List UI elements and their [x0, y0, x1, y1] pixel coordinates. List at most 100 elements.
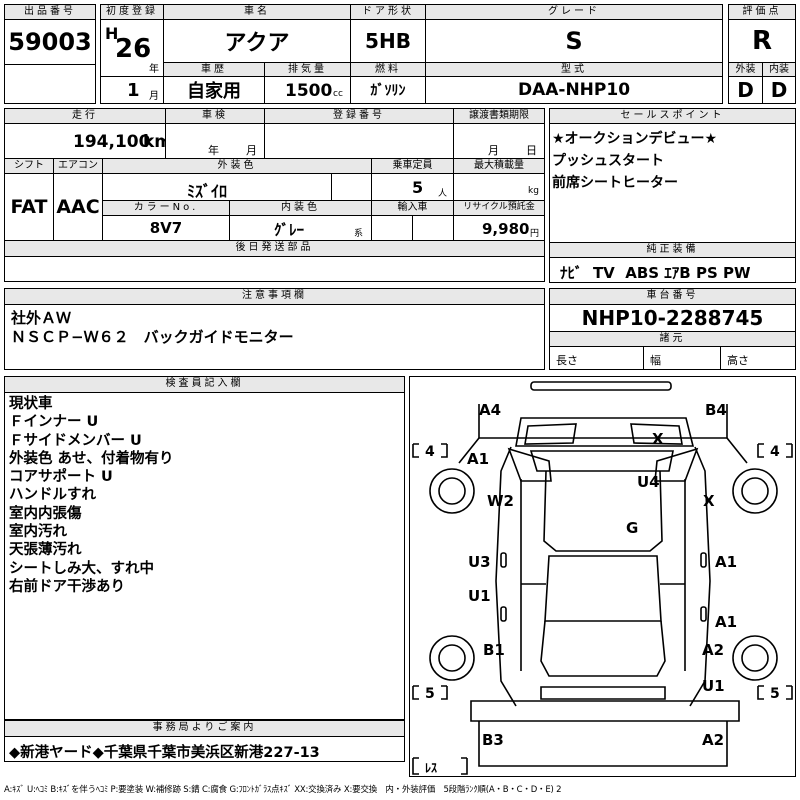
height-cell: 高さ: [720, 346, 796, 370]
transfer-cell: 月 日: [453, 123, 545, 159]
exterior-color-cell: ﾐｽﾞｲﾛ: [102, 173, 332, 201]
handle-right-rear: [700, 606, 707, 622]
inspector-line: ハンドルすれ: [9, 487, 96, 504]
tire-bracket-fl: [412, 443, 448, 458]
office-address: ◆新港ヤード◆千葉県千葉市美浜区新港227-13: [9, 745, 320, 761]
mileage: 194,100: [73, 132, 151, 152]
inspector-line: コアサポート U: [9, 469, 113, 486]
regno-label: 登録番号: [264, 108, 454, 124]
later-parts-label: 後日発送部品: [4, 240, 545, 257]
tire-front-right-hub: [741, 477, 769, 505]
tire-rear-left: [429, 635, 475, 681]
displacement: 1500: [285, 81, 333, 101]
sales-point-1: ★オークションデビュー★: [552, 131, 718, 147]
tire-label-front-left: 4: [425, 444, 435, 460]
score: R: [728, 19, 796, 63]
mileage-unit: km: [143, 132, 165, 152]
car-name: アクア: [163, 19, 351, 63]
color-no: 8V7: [102, 215, 230, 241]
capacity-unit: 人: [438, 189, 448, 199]
recycle-fee: 9,980: [482, 220, 530, 238]
reg-year: 26: [115, 34, 152, 64]
first-reg-year-cell: H 26 年: [100, 19, 164, 77]
first-reg-month-cell: 1 月: [100, 76, 164, 104]
grade: S: [425, 19, 723, 63]
inspector-line: 現状車: [9, 396, 53, 412]
inspection-month-unit: 月: [246, 144, 257, 157]
office-label: 事務局よりご案内: [4, 720, 405, 737]
capacity: 5: [412, 178, 424, 197]
inspector-line: シートしみ大、すれ中: [9, 560, 154, 577]
displacement-cell: 1500 cc: [264, 76, 351, 104]
tire-front-left: [429, 468, 475, 514]
capacity-label: 乗車定員: [371, 158, 454, 174]
inspector-line: 外装色 あせ、付着物有り: [9, 450, 174, 467]
later-parts-cell: [4, 256, 545, 282]
model-label: 型式: [425, 62, 723, 77]
equipment-cell: ﾅﾋﾞ TV ABS ｴｱB PS PW: [549, 257, 796, 283]
mark-a1-mid-right: A1: [715, 553, 737, 571]
inspector-notes: 現状車 Ｆインナー U Ｆサイドメンバー U 外装色 あせ、付着物有り コアサポ…: [4, 392, 405, 720]
regno-cell: [264, 123, 454, 159]
top-bar: [530, 381, 672, 391]
tire-label-front-right: 4: [770, 444, 780, 460]
exterior-color: ﾐｽﾞｲﾛ: [187, 182, 228, 201]
dims-label: 諸元: [549, 331, 796, 347]
roof-front: [543, 470, 663, 552]
tire-label-spare: ﾚｽ: [425, 761, 437, 775]
width-cell: 幅: [643, 346, 721, 370]
year-unit: 年: [149, 64, 159, 75]
mark-a4: A4: [479, 401, 501, 419]
sales-points-label: セールスポイント: [549, 108, 796, 124]
front-fenders: [507, 447, 699, 482]
interior-grade-label: 内装: [762, 62, 796, 77]
import-label: 輸入車: [371, 200, 454, 216]
max-load-unit: kg: [528, 186, 539, 196]
recycle-unit: 円: [530, 229, 540, 239]
mark-u1-right: U1: [702, 677, 725, 695]
tire-rear-right-hub: [741, 644, 769, 672]
tire-bracket-fr: [757, 443, 793, 458]
note-line-2: ＮＳＣＰ−Ｗ６２ バックガイドモニター: [11, 328, 294, 346]
shift: FAT: [4, 173, 54, 241]
car-diagram: A4 B4 X A1 U4 W2 X G U3 A1 U1 A1 B1 A2 U…: [409, 376, 796, 777]
grade-label: グレード: [425, 4, 723, 20]
handle-left-front: [500, 552, 507, 568]
windshield-left: [524, 423, 577, 445]
transfer-label: 譲渡書類期限: [453, 108, 545, 124]
tire-label-rear-left: 5: [425, 686, 435, 702]
equipment-label: 純正装備: [549, 242, 796, 258]
tire-bracket-rl: [412, 685, 448, 700]
shift-label: シフト: [4, 158, 54, 174]
notes-label: 注意事項欄: [4, 288, 545, 305]
tire-front-left-hub: [438, 477, 466, 505]
transfer-day-unit: 日: [526, 144, 537, 157]
office-cell: ◆新港ヤード◆千葉県千葉市美浜区新港227-13: [4, 736, 405, 762]
import-cell-b: [412, 215, 454, 241]
exterior-grade-label: 外装: [728, 62, 763, 77]
tire-rear-right: [732, 635, 778, 681]
history: 自家用: [163, 76, 265, 104]
exterior-color-blank: [331, 173, 372, 201]
door-label: ドア形状: [350, 4, 426, 20]
chassis-label: 車台番号: [549, 288, 796, 305]
mark-b3: B3: [482, 731, 504, 749]
inspector-line: 天張薄汚れ: [9, 542, 82, 559]
car-name-label: 車名: [163, 4, 351, 20]
rear-gate: [540, 686, 666, 700]
rear-bumper: [470, 700, 740, 722]
inspection-label: 車検: [165, 108, 265, 124]
tire-label-rear-right: 5: [770, 686, 780, 702]
transfer-month-unit: 月: [488, 144, 499, 157]
chassis-number: NHP10-2288745: [549, 304, 796, 332]
notes-box: 社外ＡＷ ＮＳＣＰ−Ｗ６２ バックガイドモニター: [4, 304, 545, 370]
equipment: ﾅﾋﾞ TV ABS ｴｱB PS PW: [560, 264, 751, 282]
interior-color-label: 内装色: [229, 200, 372, 216]
height-label: 高さ: [727, 354, 749, 367]
model: DAA-NHP10: [425, 76, 723, 104]
mark-g: G: [626, 519, 638, 537]
mileage-label: 走行: [4, 108, 166, 124]
ac-label: エアコン: [53, 158, 103, 174]
note-line-1: 社外ＡＷ: [11, 309, 72, 327]
month-unit: 月: [149, 91, 159, 102]
